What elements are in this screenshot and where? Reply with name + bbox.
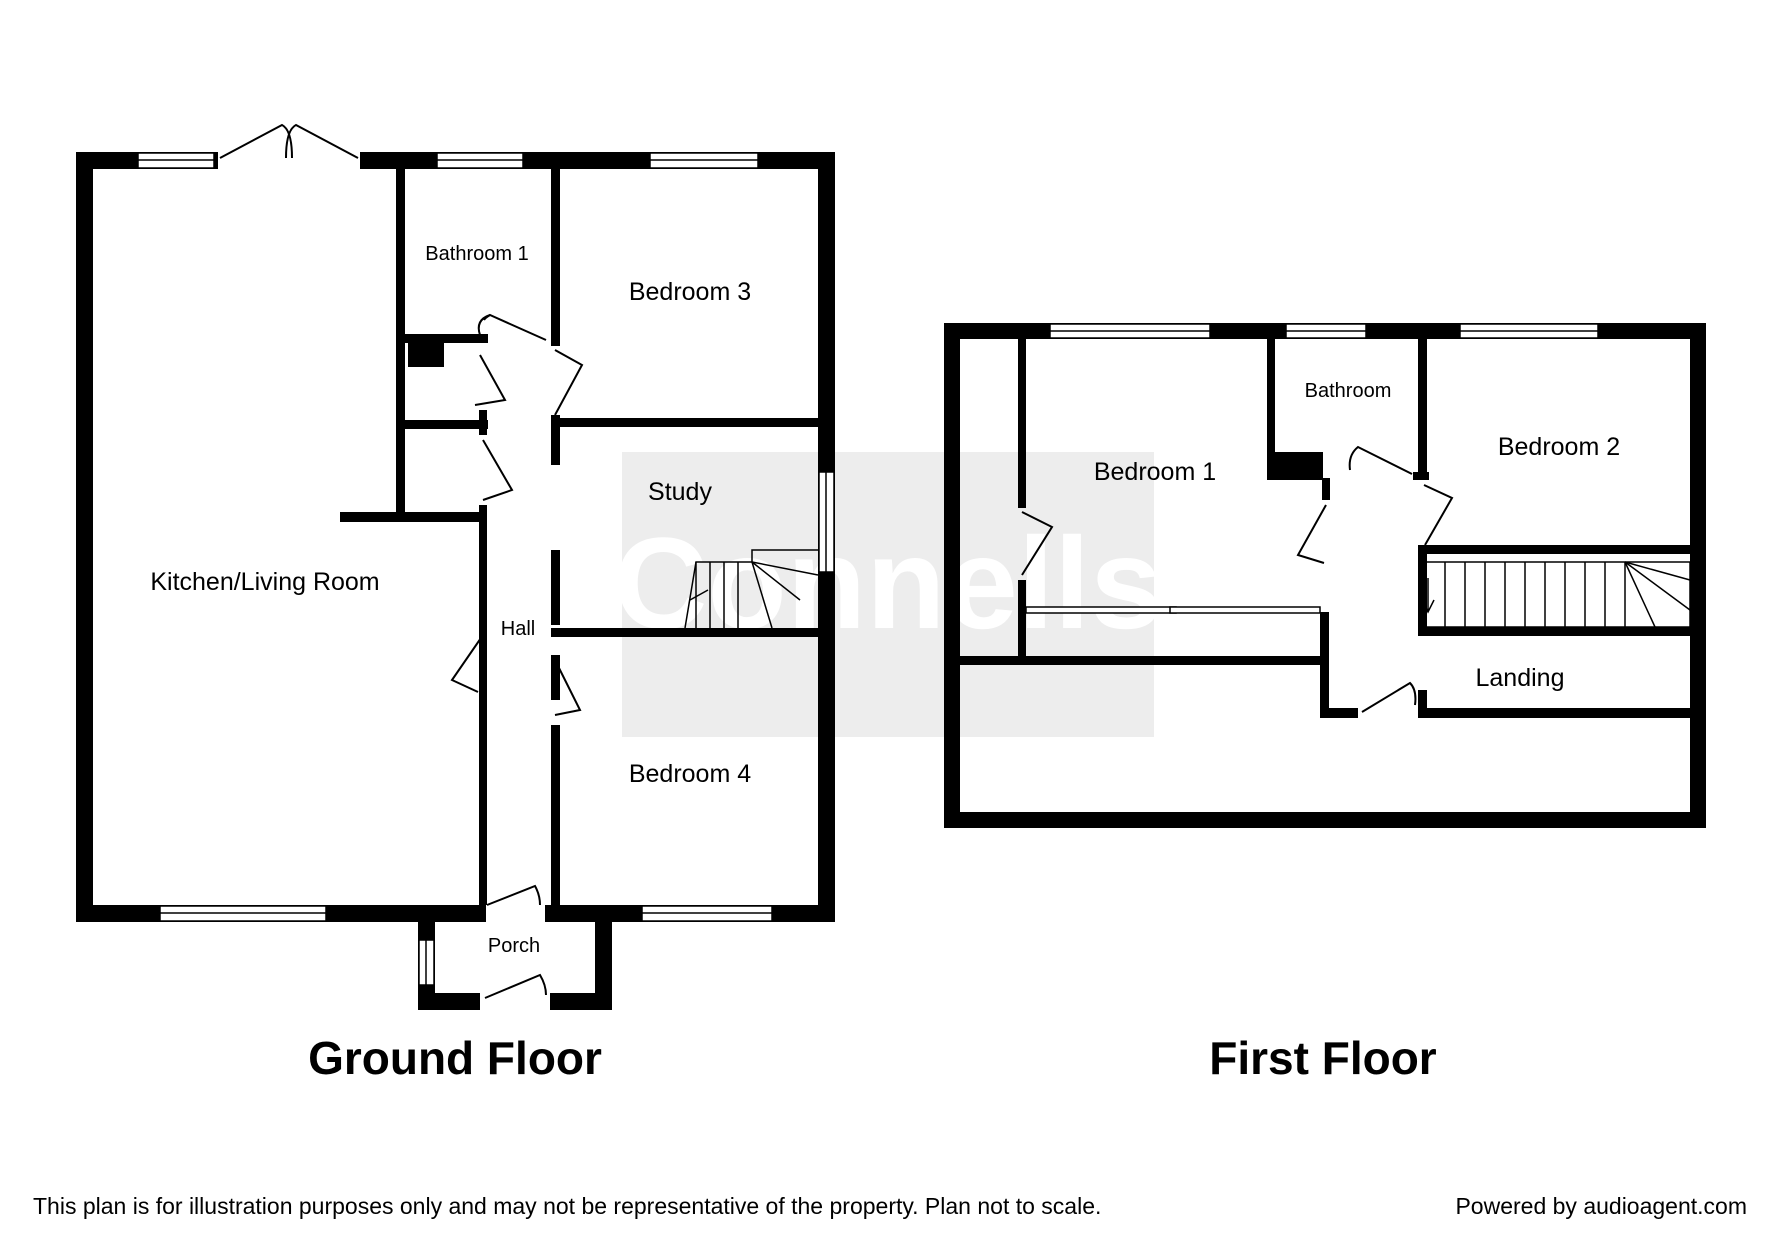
wall [551, 628, 821, 637]
door-swing [554, 659, 582, 716]
wall [551, 725, 560, 905]
door-swing [474, 354, 507, 406]
wall [1690, 323, 1706, 828]
room-label-study: Study [648, 478, 712, 506]
room-label-bedroom-2: Bedroom 2 [1498, 433, 1620, 461]
wall [960, 656, 1322, 665]
first-floor-stairs [1421, 561, 1691, 628]
ground-floor-stairs [684, 549, 819, 629]
powered-by-text: Powered by audioagent.com [1455, 1193, 1747, 1219]
wall [1320, 708, 1358, 718]
wall [1413, 472, 1429, 480]
door-swing [1361, 681, 1417, 713]
wall [76, 152, 93, 922]
wall [595, 905, 612, 1010]
wall [1418, 627, 1693, 636]
door-swing [482, 439, 514, 501]
wall [944, 323, 960, 828]
wardrobe-door [1025, 606, 1177, 614]
room-label-landing: Landing [1476, 664, 1565, 692]
wall [1418, 708, 1693, 718]
stair-tread [1624, 561, 1691, 581]
door-swing [219, 123, 293, 159]
first-floor-windows [1049, 323, 1599, 339]
wall [1418, 690, 1427, 718]
stair-tread [751, 561, 773, 629]
wall [360, 152, 835, 169]
wall [1320, 612, 1329, 717]
wall [551, 418, 821, 427]
stair-arrow [1421, 578, 1435, 614]
wall [1418, 545, 1693, 554]
disclaimer-text: This plan is for illustration purposes o… [33, 1193, 1102, 1219]
door-swing [1296, 504, 1327, 564]
wall [396, 334, 488, 343]
room-label-bathroom-1: Bathroom 1 [425, 243, 528, 265]
door-swing [450, 634, 484, 693]
first-floor-doors [1021, 445, 1454, 713]
room-label-bedroom-3: Bedroom 3 [629, 278, 751, 306]
wall [551, 550, 560, 625]
room-label-bedroom-4: Bedroom 4 [629, 760, 751, 788]
room-label-porch: Porch [488, 935, 540, 957]
stair-tread [1624, 561, 1656, 628]
door-swing [1348, 445, 1413, 475]
wall [550, 993, 612, 1010]
room-label-hall: Hall [501, 618, 535, 640]
wall [479, 410, 487, 435]
wall [1418, 338, 1427, 478]
door-swing [1423, 484, 1454, 546]
door-swing [486, 884, 541, 906]
wall [944, 812, 1706, 828]
wall [1018, 580, 1026, 660]
ground-floor-windows [137, 152, 835, 986]
wall [1275, 452, 1323, 472]
wall [551, 415, 560, 465]
wall [1322, 478, 1330, 500]
stair-outline [1424, 561, 1691, 628]
wall [551, 655, 560, 700]
stair-tread [751, 561, 801, 601]
wall [396, 420, 488, 429]
door-swing [554, 349, 584, 416]
ground-floor-doors [219, 123, 584, 999]
wall [1267, 338, 1275, 478]
wall [340, 512, 480, 522]
door-swing [477, 314, 491, 336]
room-label-kitchen-living: Kitchen/Living Room [150, 568, 379, 596]
wardrobe-door [1169, 606, 1321, 614]
wardrobe [1025, 606, 1321, 614]
room-label-bathroom: Bathroom [1305, 380, 1392, 402]
first-floor-title: First Floor [1209, 1032, 1437, 1084]
wall [1267, 470, 1323, 480]
wall [418, 993, 480, 1010]
wall [408, 343, 444, 367]
room-label-bedroom-1: Bedroom 1 [1094, 458, 1216, 486]
stair-tread [751, 561, 819, 576]
stair-arrow [689, 589, 709, 601]
wall [551, 166, 560, 346]
wall [1418, 545, 1427, 635]
door-swing [285, 123, 359, 159]
ground-floor-title: Ground Floor [308, 1032, 602, 1084]
wall [479, 505, 487, 905]
door-swing [484, 973, 547, 999]
door-swing [483, 313, 547, 341]
door-swing [1021, 511, 1054, 576]
stair-tread [1624, 561, 1691, 611]
wall [1018, 338, 1026, 508]
